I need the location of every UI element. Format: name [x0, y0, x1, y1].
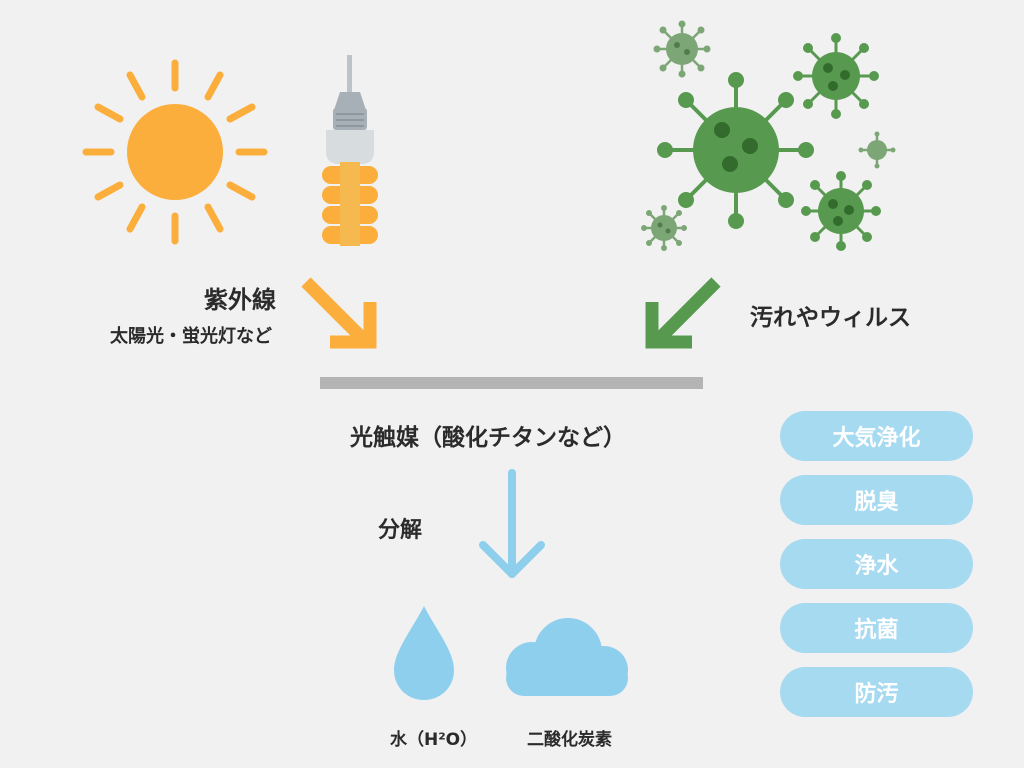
- effect-air-purification: 大気浄化: [780, 411, 973, 461]
- light-bulb-icon: [322, 55, 378, 246]
- effects-list: 大気浄化 脱臭 浄水 抗菌 防汚: [780, 411, 973, 731]
- arrow-icon: [301, 277, 377, 349]
- uv-sources-label: 太陽光・蛍光灯など: [110, 326, 272, 347]
- photocatalyst-label: 光触媒（酸化チタンなど）: [350, 425, 626, 451]
- water-label: 水（H²O）: [390, 730, 478, 750]
- effect-antibacterial: 抗菌: [780, 603, 973, 653]
- effect-deodorization: 脱臭: [780, 475, 973, 525]
- decomposition-label: 分解: [378, 518, 423, 543]
- virus-icon: [641, 20, 896, 251]
- arrow-icon: [645, 277, 721, 349]
- catalyst-surface-bar: [320, 377, 703, 389]
- arrow-icon: [479, 469, 545, 578]
- contaminants-label: 汚れやウィルス: [750, 305, 911, 331]
- effect-antifouling: 防汚: [780, 667, 973, 717]
- effect-water-purification: 浄水: [780, 539, 973, 589]
- uv-label: 紫外線: [204, 286, 276, 314]
- cloud-icon: [506, 618, 628, 696]
- sun-icon: [82, 59, 268, 245]
- water-drop-icon: [394, 606, 454, 700]
- co2-label: 二酸化炭素: [527, 730, 612, 750]
